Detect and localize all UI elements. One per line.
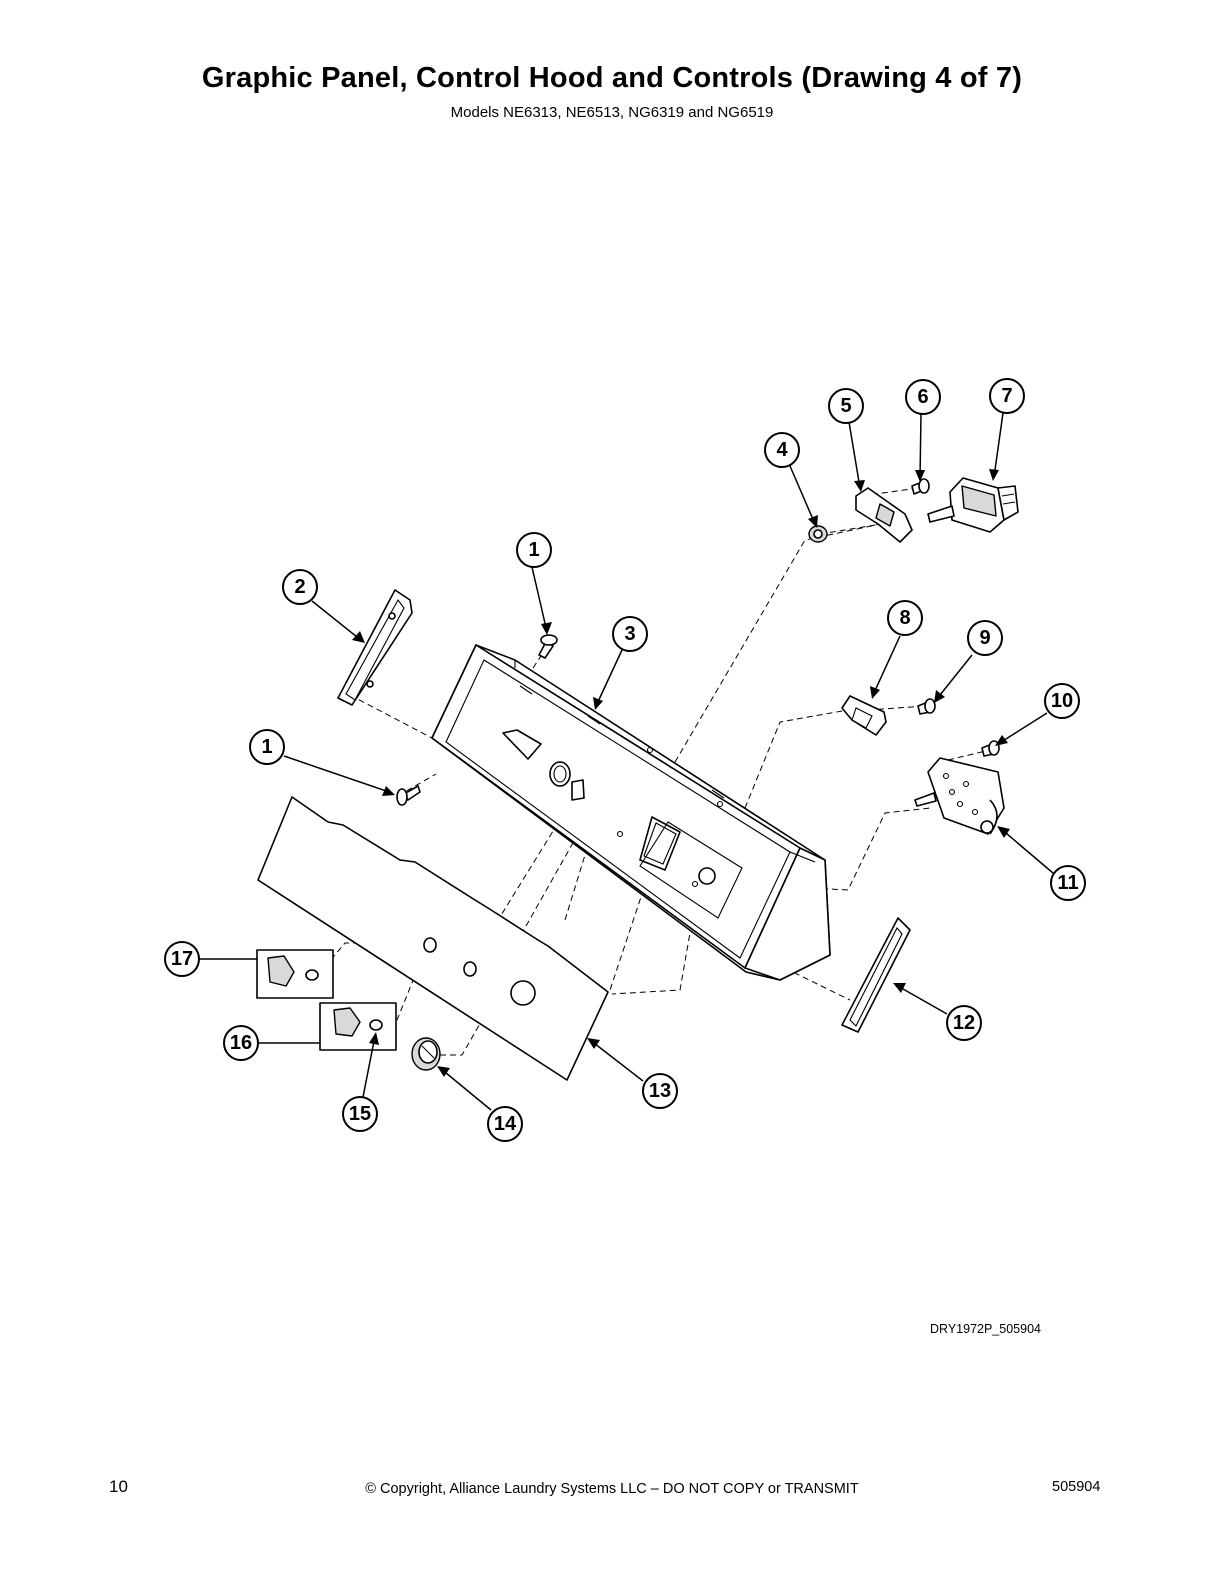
- svg-text:10: 10: [1051, 690, 1073, 712]
- svg-text:6: 6: [917, 386, 928, 408]
- page-number: 10: [109, 1477, 128, 1496]
- svg-text:7: 7: [1001, 385, 1012, 407]
- svg-text:8: 8: [899, 607, 910, 629]
- svg-text:15: 15: [349, 1103, 371, 1125]
- part-16-knob-assembly: [319, 1002, 397, 1051]
- part-10-screw: [981, 740, 1000, 757]
- drawing-code: DRY1972P_505904: [930, 1322, 1041, 1336]
- part-8-bracket: [841, 695, 887, 736]
- callout-5: 5: [828, 388, 864, 424]
- svg-text:13: 13: [649, 1080, 671, 1102]
- callout-11: 11: [1050, 865, 1086, 901]
- callout-17: 17: [164, 941, 200, 977]
- callout-16: 16: [223, 1025, 259, 1061]
- part-7-switch: [927, 477, 1019, 533]
- callout-10: 10: [1044, 683, 1080, 719]
- svg-text:1: 1: [528, 539, 539, 561]
- part-3-control-hood: [431, 644, 831, 981]
- part-14-knob: [411, 1037, 441, 1071]
- part-11-timer: [914, 757, 1005, 835]
- page-subtitle: Models NE6313, NE6513, NG6319 and NG6519: [450, 104, 774, 121]
- svg-text:2: 2: [294, 576, 305, 598]
- part-12-right-end-cap: [841, 917, 911, 1033]
- svg-text:12: 12: [953, 1012, 975, 1034]
- document-number: 505904: [1052, 1479, 1101, 1495]
- part-5-bracket: [855, 487, 913, 543]
- part-2-left-end-cap: [337, 589, 413, 706]
- part-9-screw: [917, 698, 936, 715]
- svg-text:17: 17: [171, 948, 193, 970]
- callout-15: 15: [342, 1096, 378, 1132]
- svg-text:16: 16: [230, 1032, 252, 1054]
- callout-2: 2: [282, 569, 318, 605]
- svg-text:3: 3: [624, 623, 635, 645]
- part-6-screw: [911, 478, 930, 495]
- leader-lines: [199, 412, 1054, 1111]
- callout-12: 12: [946, 1005, 982, 1041]
- part-4-nut: [808, 525, 828, 543]
- part-1-screw-left: [396, 785, 421, 806]
- svg-text:1: 1: [261, 736, 272, 758]
- callout-1-left: 1: [249, 729, 285, 765]
- callout-7: 7: [989, 378, 1025, 414]
- svg-text:4: 4: [776, 439, 788, 461]
- part-17-knob-assembly: [256, 949, 334, 999]
- callout-8: 8: [887, 600, 923, 636]
- page-title: Graphic Panel, Control Hood and Controls…: [201, 62, 1023, 94]
- copyright-notice: © Copyright, Alliance Laundry Systems LL…: [365, 1481, 859, 1497]
- svg-text:9: 9: [979, 627, 990, 649]
- part-1-screw-top: [538, 634, 558, 659]
- callout-9: 9: [967, 620, 1003, 656]
- svg-text:11: 11: [1057, 872, 1078, 894]
- callout-14: 14: [487, 1106, 523, 1142]
- callout-6: 6: [905, 379, 941, 415]
- svg-text:5: 5: [840, 395, 851, 417]
- svg-text:14: 14: [494, 1113, 517, 1135]
- callout-4: 4: [764, 432, 800, 468]
- callout-3: 3: [612, 616, 648, 652]
- callout-1-top: 1: [516, 532, 552, 568]
- callout-13: 13: [642, 1073, 678, 1109]
- part-13-graphic-panel: [257, 796, 609, 1081]
